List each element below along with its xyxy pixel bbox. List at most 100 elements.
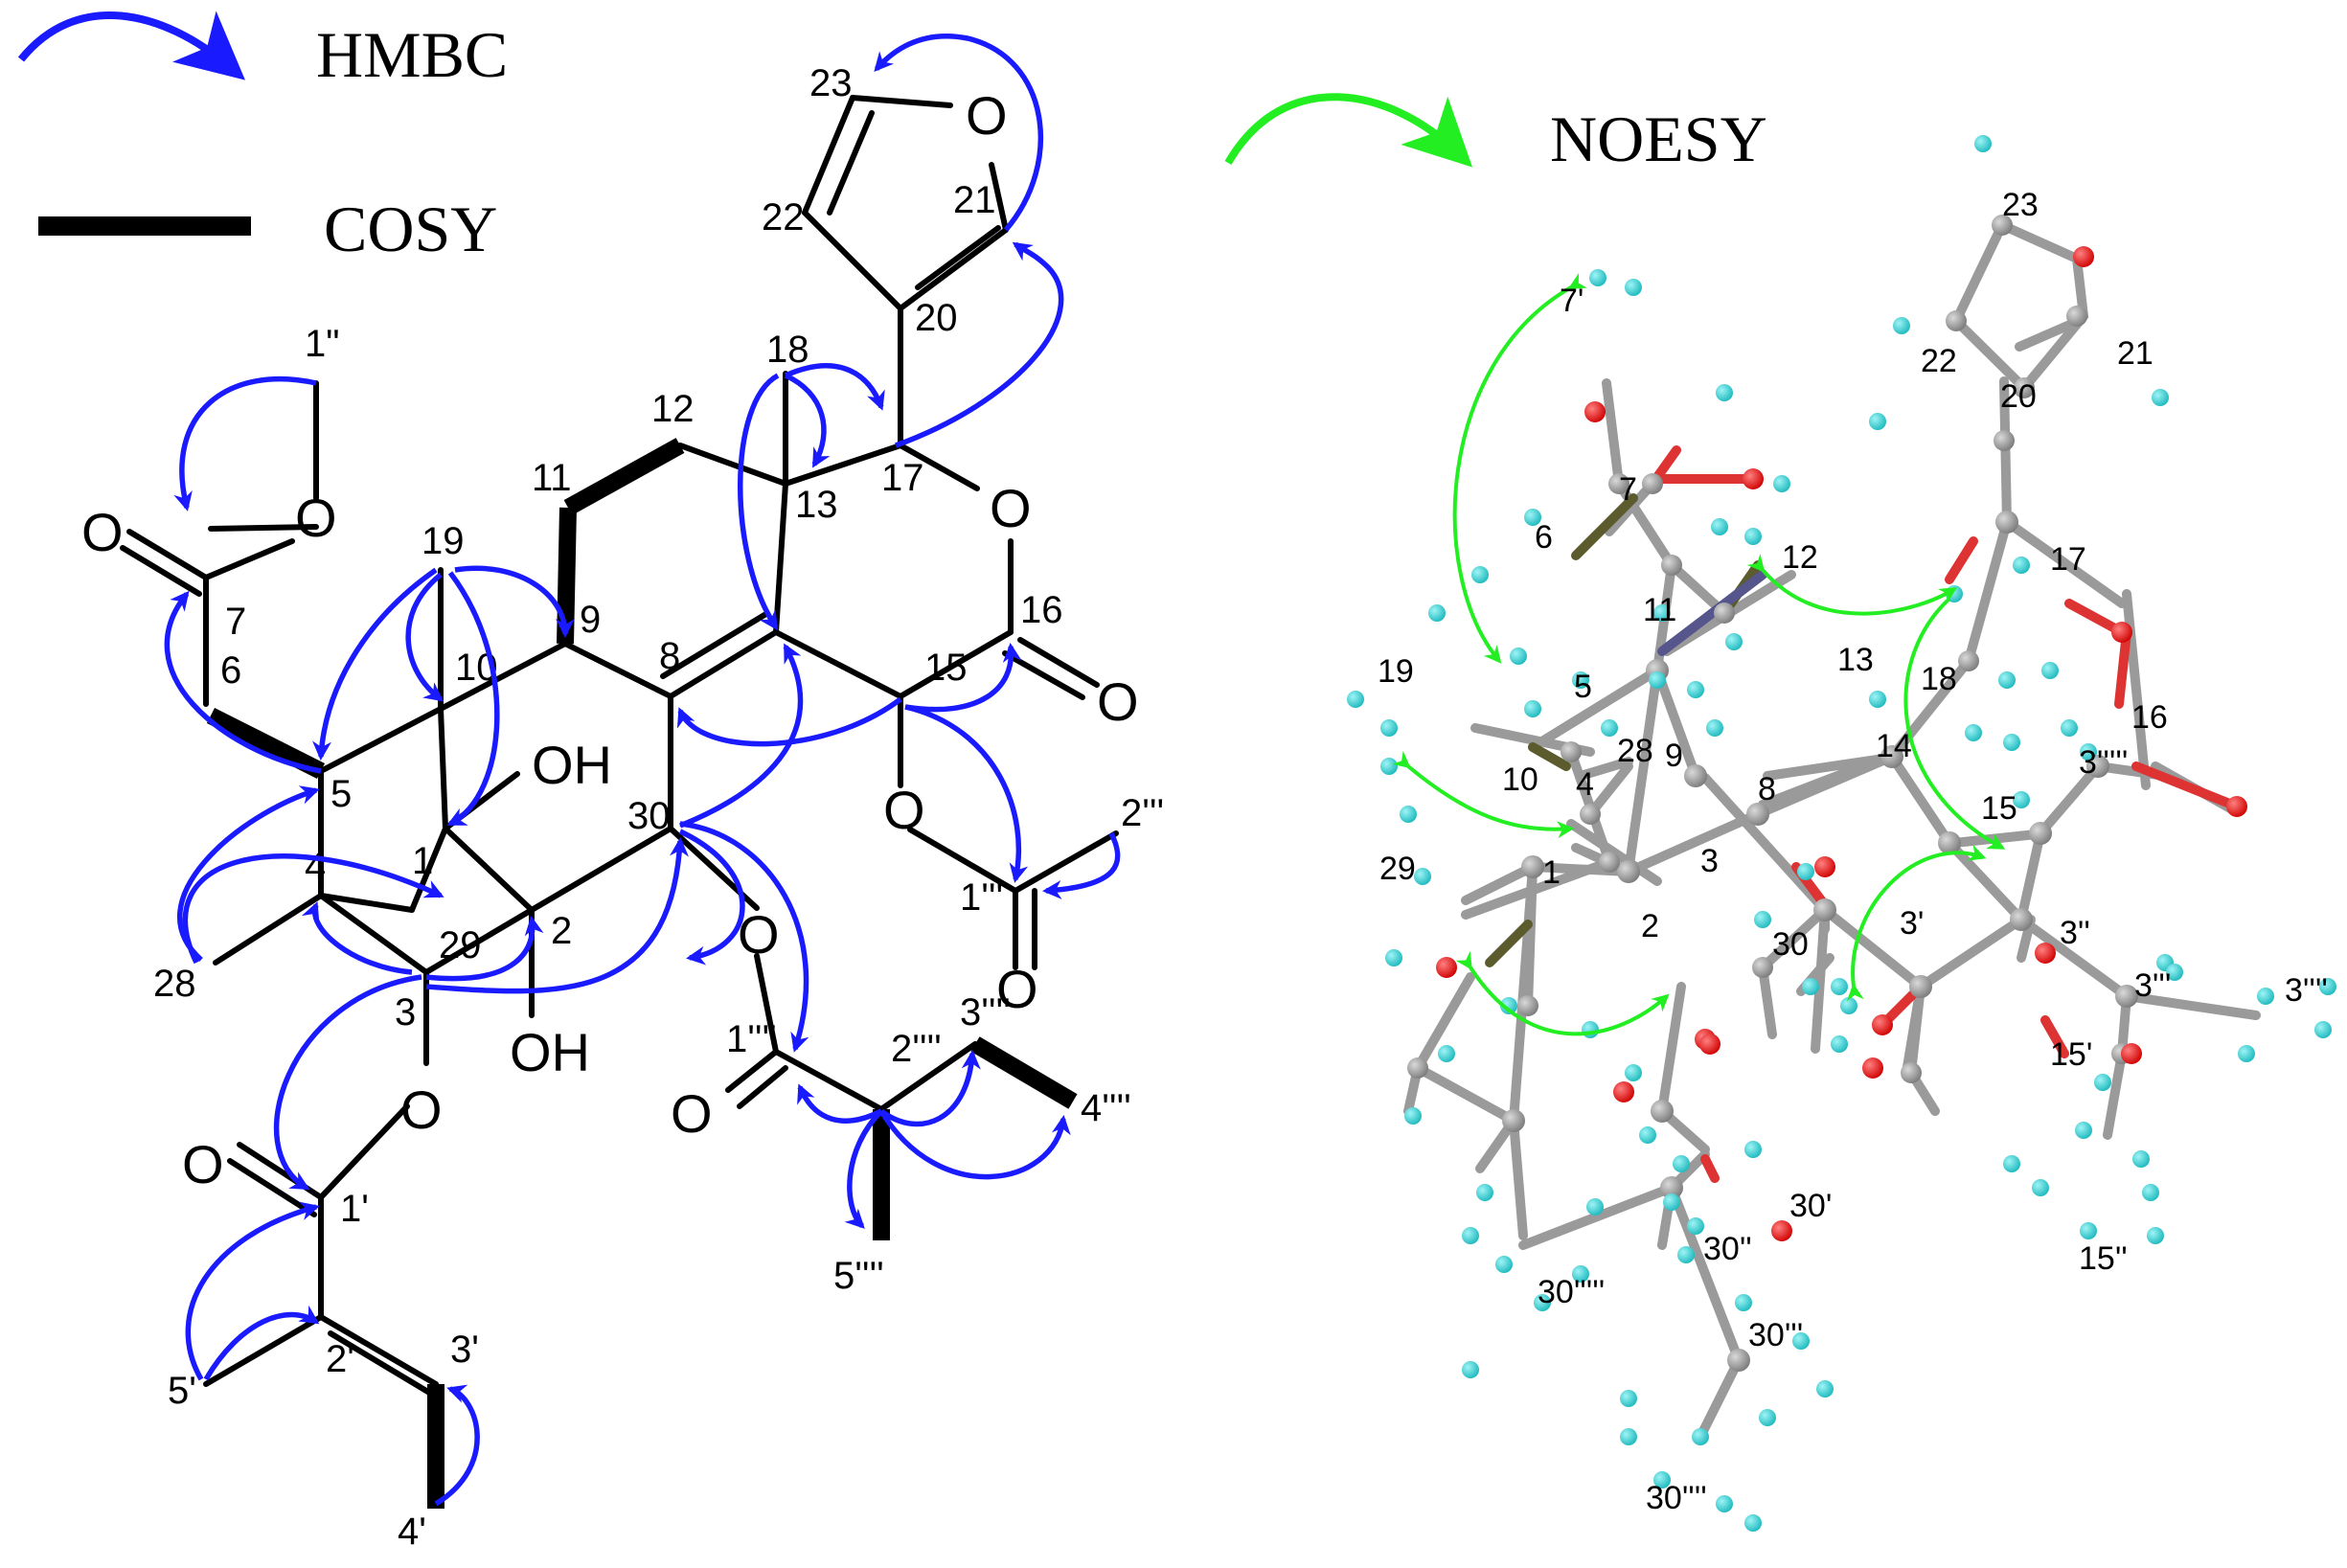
ester7-carbonyl-oxygen: O xyxy=(81,502,124,562)
noesy-legend-label: NOESY xyxy=(1550,102,1767,175)
model-carbons xyxy=(1407,215,2138,1372)
atom-label: 2 xyxy=(551,910,572,952)
model-label: 17 xyxy=(2050,541,2086,578)
legend: HMBC COSY NOESY xyxy=(17,11,1767,265)
model-label: 6 xyxy=(1535,519,1553,556)
hmbc-arrow xyxy=(1042,831,1121,899)
hmbc-legend-label: HMBC xyxy=(316,18,508,91)
hmbc-arrow xyxy=(182,853,444,965)
atom-label: 1''' xyxy=(960,876,1003,919)
atom-label: 30 xyxy=(627,795,671,837)
model-label: 13 xyxy=(1837,642,1874,678)
atom-label: 17 xyxy=(881,457,924,499)
model-label: 30''' xyxy=(1748,1317,1803,1353)
atom-label: 1'''' xyxy=(726,1018,777,1060)
hmbc-arrow xyxy=(784,373,831,468)
atom-label: 12 xyxy=(651,388,695,430)
atom-label: 4'''' xyxy=(1081,1087,1131,1129)
model-label: 30''''' xyxy=(1538,1274,1605,1310)
c3-oxygen: O xyxy=(400,1079,443,1140)
model-label: 15' xyxy=(2050,1036,2092,1073)
atom-label: 22 xyxy=(762,196,805,239)
model-label: 23 xyxy=(2002,187,2039,223)
model-label: 3'''' xyxy=(2285,972,2328,1009)
hmbc-arrow xyxy=(797,1083,883,1124)
model-hydrogens xyxy=(1347,135,2336,1532)
model-label: 16 xyxy=(2131,699,2168,736)
atom-label: 28 xyxy=(153,963,196,1005)
atom-label: 19 xyxy=(422,520,465,562)
hmbc-arrow xyxy=(164,590,322,774)
hmbc-correlations xyxy=(164,34,1121,1507)
model-label: 19 xyxy=(1378,653,1414,690)
atom-label: 7 xyxy=(225,601,246,643)
atom-label: 11 xyxy=(532,457,572,499)
noesy-arrow xyxy=(1392,750,1575,839)
noesy-arrow xyxy=(1452,273,1587,664)
atom-label: 23 xyxy=(809,62,853,104)
hmbc-arrow xyxy=(446,571,500,827)
model-label: 3' xyxy=(1900,905,1924,942)
model-label: 14 xyxy=(1876,728,1912,764)
atom-label: 1" xyxy=(305,323,339,365)
atom-label: 2' xyxy=(326,1338,354,1380)
furan-oxygen: O xyxy=(966,85,1008,146)
lactone-carbonyl-oxygen: O xyxy=(1097,671,1139,732)
model-label: 29 xyxy=(1379,851,1416,887)
hmbc-arrow xyxy=(679,821,809,1053)
atom-label: 21 xyxy=(953,179,996,221)
c15-oxygen: O xyxy=(883,780,925,840)
hydroxyl-1: OH xyxy=(532,735,612,795)
noesy-arrow xyxy=(1903,597,2006,850)
model-label: 30'' xyxy=(1703,1231,1752,1267)
model-label: 7 xyxy=(1619,471,1637,508)
hmbc-arrow xyxy=(844,1109,883,1229)
model-label: 3 xyxy=(1700,843,1719,879)
atom-labels: 1" 7 6 19 10 5 4 28 1 29 3 2 9 11 12 13 … xyxy=(153,62,1164,1553)
hmbc-arrow xyxy=(738,373,780,631)
hydroxyl-2: OH xyxy=(510,1022,590,1082)
model-label: 15'' xyxy=(2079,1240,2128,1277)
model-label: 3''''' xyxy=(2079,744,2128,781)
model-label: 15 xyxy=(1981,790,2017,827)
model-label: 21 xyxy=(2117,335,2153,372)
atom-label: 20 xyxy=(915,297,958,339)
model-label: 20 xyxy=(2000,378,2037,415)
atom-label: 13 xyxy=(795,484,838,526)
acetyl-carbonyl-oxygen: O xyxy=(996,959,1038,1019)
model-3d: 7' 7 6 11 12 13 17 18 16 19 5 28 9 8 14 … xyxy=(1347,135,2336,1532)
hmbc-arrow xyxy=(878,1109,1071,1180)
atom-label: 2'''' xyxy=(891,1028,942,1070)
atom-label: 4' xyxy=(398,1511,426,1553)
model-label: 8 xyxy=(1758,771,1776,807)
hmbc-arrow xyxy=(273,974,422,1191)
atom-label: 4 xyxy=(305,846,326,888)
atom-label: 3' xyxy=(450,1329,479,1371)
noesy-arrow xyxy=(1846,844,1987,1002)
atom-label: 6 xyxy=(220,649,241,692)
hmbc-arrow xyxy=(425,837,690,994)
model-label: 18 xyxy=(1921,661,1957,697)
atom-label: 16 xyxy=(1020,589,1063,631)
hmbc-arrow xyxy=(904,643,1022,713)
hmbc-arrow xyxy=(185,1201,320,1381)
model-label: 22 xyxy=(1921,343,1957,379)
hmbc-arrow xyxy=(678,829,745,966)
model-label: 30'''' xyxy=(1646,1480,1707,1516)
hmbc-arrow xyxy=(301,901,413,975)
model-label: 11 xyxy=(1643,592,1676,628)
hmbc-arrow xyxy=(203,1305,320,1381)
model-label: 28 xyxy=(1617,733,1653,769)
hmbc-arrow xyxy=(676,696,902,747)
hmbc-arrow xyxy=(678,643,804,829)
model-label: 1 xyxy=(1542,854,1561,891)
model-bonds xyxy=(1403,220,2261,1442)
noesy-legend-arrow xyxy=(1224,93,1473,168)
atom-label: 1 xyxy=(412,840,433,882)
atom-label: 15 xyxy=(924,647,968,689)
c30-oxygen: O xyxy=(738,904,780,965)
model-label: 2 xyxy=(1641,908,1659,944)
atom-label: 1' xyxy=(340,1188,369,1230)
hmbc-legend-arrow xyxy=(17,11,245,80)
